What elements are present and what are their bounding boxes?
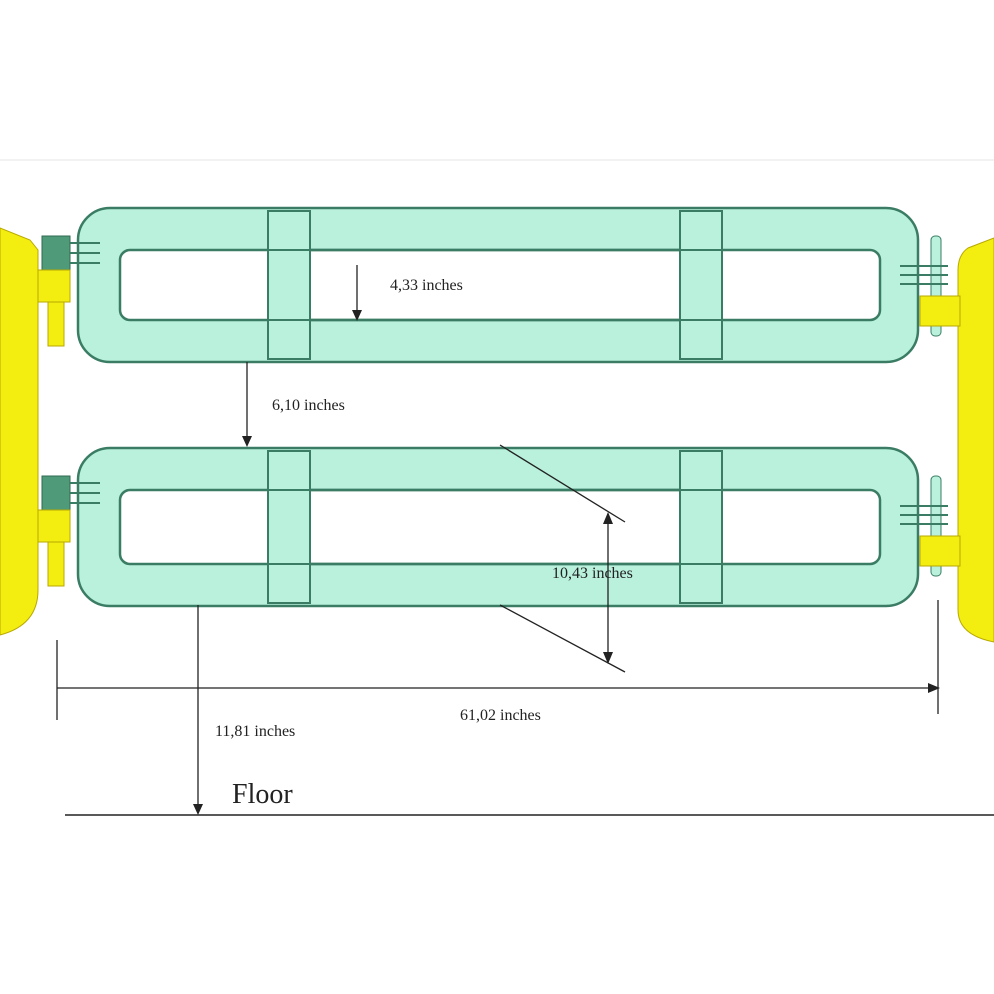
left-hinge-bracket: [37, 269, 71, 303]
right-hinge-bracket: [919, 535, 961, 567]
panel-height-extension-bottom: [499, 604, 626, 673]
panel-crossbar: [679, 450, 723, 604]
panel-opening: [118, 248, 882, 322]
left-hinge-pin: [47, 541, 65, 587]
dimension-label-floor-clearance: 11,81 inches: [215, 723, 296, 740]
dimension-lines: [56, 265, 994, 816]
left-post-plate: [0, 227, 39, 636]
panel-height-extension-top: [499, 444, 626, 523]
panel-opening: [118, 488, 882, 566]
left-hinge-knuckle: [41, 475, 71, 511]
dimension-label-panel-height: 10,43 inches: [552, 565, 633, 582]
panel-crossbar: [267, 210, 311, 360]
left-hinge-pin: [47, 301, 65, 347]
left-hinge-knuckle: [41, 235, 71, 271]
arrowheads: [193, 310, 940, 815]
right-post-plate: [957, 237, 994, 643]
floor-label: Floor: [232, 779, 293, 810]
dimension-label-total-width: 61,02 inches: [460, 707, 541, 724]
panel-crossbar: [267, 450, 311, 604]
dimension-label-opening-height: 4,33 inches: [390, 277, 463, 294]
left-hinge-bracket: [37, 509, 71, 543]
dimension-label-panel-gap: 6,10 inches: [272, 397, 345, 414]
panel-crossbar: [679, 210, 723, 360]
right-hinge-bracket: [919, 295, 961, 327]
